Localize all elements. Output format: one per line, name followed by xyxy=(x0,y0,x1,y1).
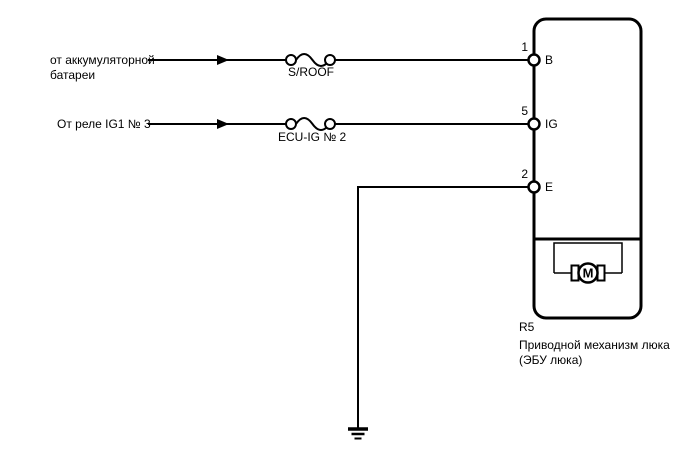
motor-circuit: M xyxy=(553,242,623,284)
source-label-relay: От реле IG1 № 3 xyxy=(57,117,151,131)
fuse-terminal-icon xyxy=(285,54,297,66)
ground-icon xyxy=(348,427,368,440)
fuse-terminal-icon xyxy=(324,54,336,66)
fuse-terminal-icon xyxy=(324,118,336,130)
source-label-battery-line2: батареи xyxy=(50,68,95,82)
fuse-element-icon xyxy=(295,53,331,67)
fuse-sroof-symbol xyxy=(285,53,336,67)
fuse-ecuig-label: ECU-IG № 2 xyxy=(278,130,347,144)
pin-e-label: E xyxy=(545,180,553,194)
motor-letter: M xyxy=(583,266,594,281)
pin-e: 2 E xyxy=(521,167,553,194)
pin-terminal-icon xyxy=(527,53,541,67)
motor-icon: M xyxy=(570,262,606,284)
fuse-sroof-label: S/ROOF xyxy=(288,65,334,79)
component-name-line2: (ЭБУ люка) xyxy=(519,353,582,367)
pin-e-number: 2 xyxy=(521,167,528,181)
component-name-line1: Приводной механизм люка xyxy=(519,338,670,352)
pin-b: 1 B xyxy=(521,40,553,67)
component-ref: R5 xyxy=(519,320,535,334)
arrow-right-icon xyxy=(217,119,229,129)
pin-terminal-icon xyxy=(527,180,541,194)
fuse-element-icon xyxy=(295,117,331,131)
fuse-ecuig-symbol xyxy=(285,117,336,131)
pin-ig-label: IG xyxy=(545,117,558,131)
arrow-right-icon xyxy=(217,55,229,65)
fuse-terminal-icon xyxy=(285,118,297,130)
motor-circle xyxy=(577,262,599,284)
pin-ig: 5 IG xyxy=(521,104,557,131)
pin-ig-number: 5 xyxy=(521,104,528,118)
motor-wiring xyxy=(553,242,623,273)
pin-b-label: B xyxy=(545,53,553,67)
pin-terminal-icon xyxy=(527,117,541,131)
source-label-battery-line1: от аккумуляторной xyxy=(50,53,155,67)
pin-b-number: 1 xyxy=(521,40,528,54)
